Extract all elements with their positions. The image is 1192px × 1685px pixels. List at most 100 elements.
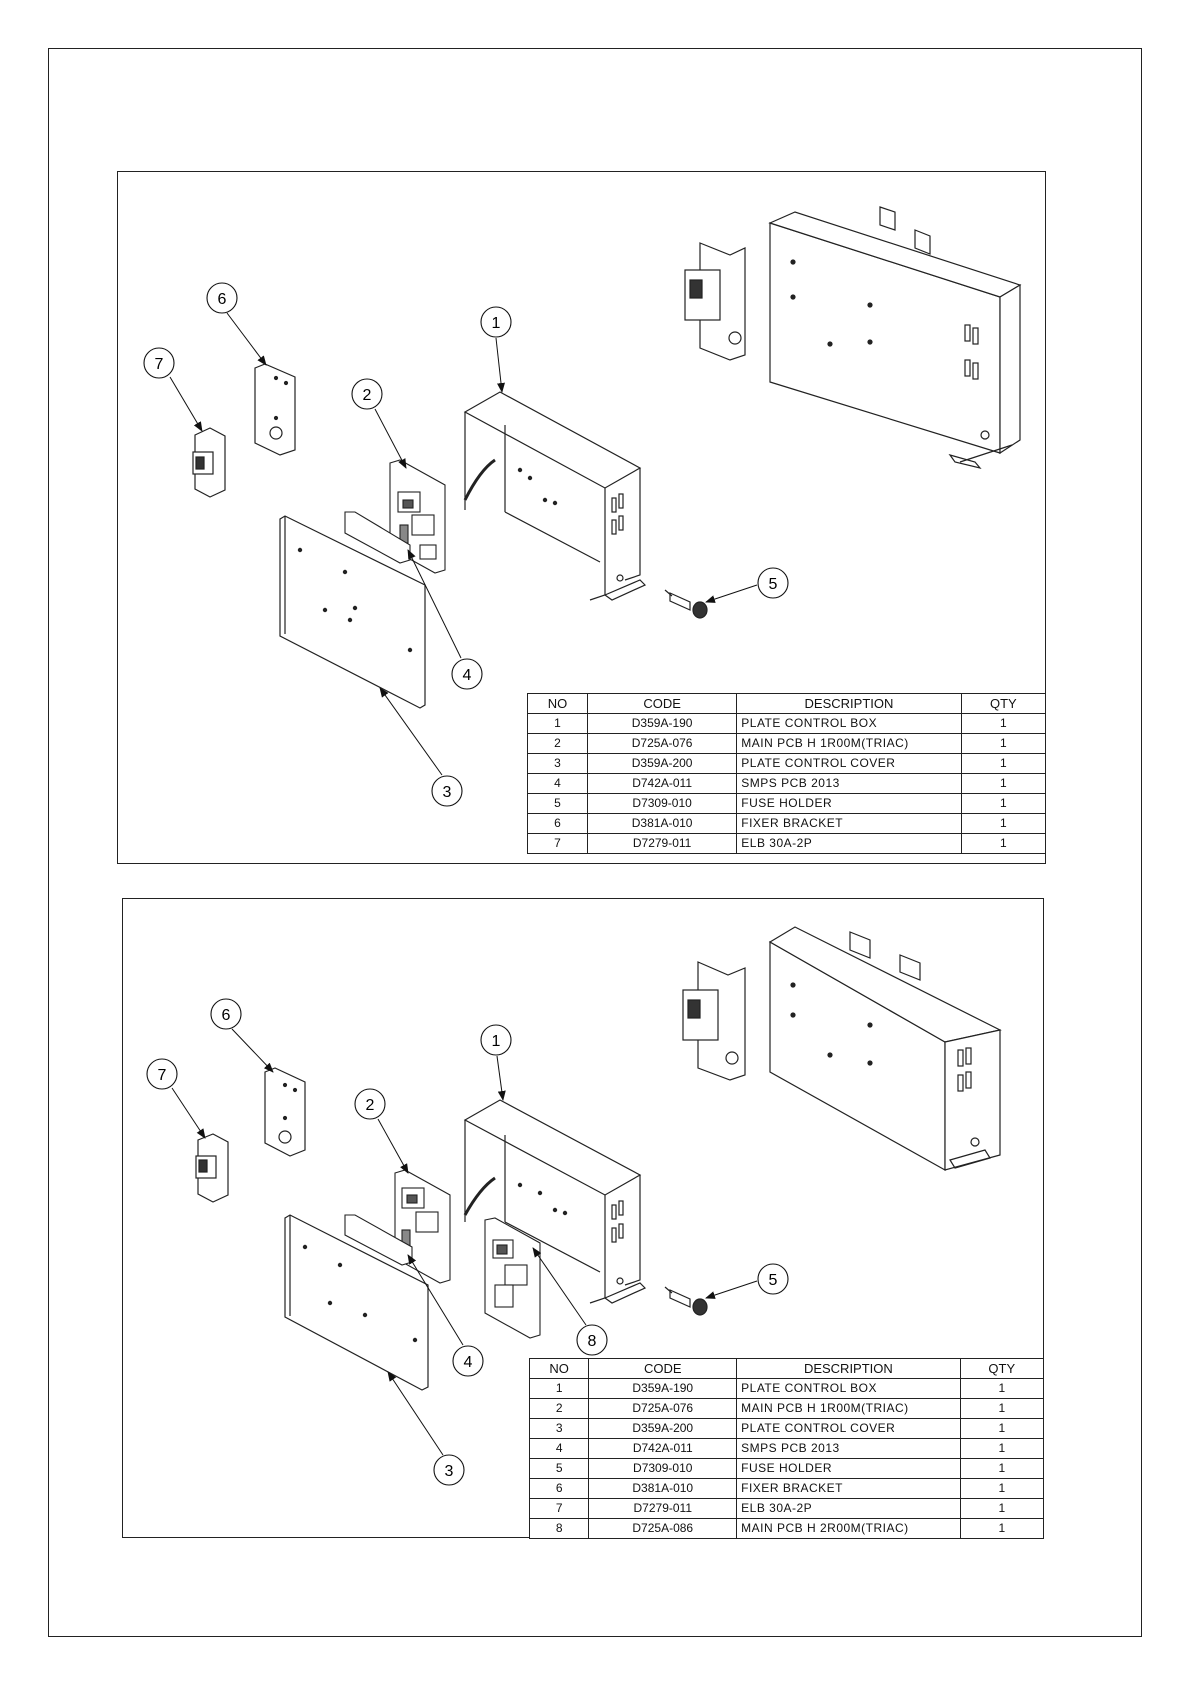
- cell-description: SMPS PCB 2013: [736, 1438, 961, 1459]
- header-qty: QTY: [959, 1358, 1045, 1379]
- cell-qty: 1: [959, 1398, 1045, 1419]
- cell-description: ELB 30A-2P: [736, 1498, 961, 1519]
- cell-no: 3: [528, 1418, 590, 1439]
- svg-text:4: 4: [464, 1354, 473, 1371]
- drawing-sheet-border: [48, 48, 1142, 1637]
- part-4-smps-pcb-top: [344, 511, 411, 564]
- callout-2: 2: [354, 1088, 409, 1174]
- cell-code: D359A-200: [588, 1418, 738, 1439]
- svg-text:8: 8: [588, 1333, 597, 1350]
- svg-text:2: 2: [366, 1097, 375, 1114]
- cell-no: 6: [527, 813, 588, 834]
- cell-code: D359A-190: [586, 713, 738, 734]
- part-5-fuse-holder-bottom: [664, 1286, 708, 1316]
- cell-qty: 1: [959, 1498, 1045, 1519]
- svg-text:7: 7: [155, 356, 164, 373]
- cell-code: D7279-011: [586, 833, 738, 854]
- cell-qty: 1: [960, 753, 1047, 774]
- svg-text:1: 1: [492, 315, 501, 332]
- part-1-control-box-bottom: [463, 1099, 647, 1304]
- part-6-fixer-bracket-top: [254, 363, 296, 456]
- cell-code: D725A-076: [588, 1398, 738, 1419]
- svg-text:3: 3: [445, 1463, 454, 1480]
- svg-text:2: 2: [363, 387, 372, 404]
- header-code: CODE: [588, 1358, 738, 1379]
- cell-description: MAIN PCB H 1R00M(TRIAC): [736, 1398, 961, 1419]
- callout-7: 7: [146, 1058, 206, 1139]
- cell-no: 7: [527, 833, 588, 854]
- callouts-bottom: 1 2 3 4 5 6 7: [146, 998, 789, 1486]
- header-no: NO: [527, 693, 588, 714]
- svg-text:5: 5: [769, 576, 778, 593]
- cell-code: D742A-011: [586, 773, 738, 794]
- assembled-box-bottom: [682, 926, 1002, 1172]
- cell-no: 1: [528, 1378, 590, 1399]
- part-6-fixer-bracket-bottom: [264, 1067, 306, 1157]
- cell-qty: 1: [960, 733, 1047, 754]
- cell-no: 7: [528, 1498, 590, 1519]
- header-qty: QTY: [960, 693, 1047, 714]
- callout-1: 1: [480, 1024, 512, 1101]
- callout-5: 5: [705, 567, 789, 603]
- cell-description: FIXER BRACKET: [736, 813, 962, 834]
- cell-description: MAIN PCB H 1R00M(TRIAC): [736, 733, 962, 754]
- cell-qty: 1: [959, 1518, 1045, 1539]
- part-1-control-box-top: [463, 391, 647, 601]
- cell-description: PLATE CONTROL COVER: [736, 753, 962, 774]
- callout-1: 1: [480, 306, 512, 393]
- drawing-panel-top: [117, 171, 1046, 864]
- cell-no: 2: [528, 1398, 590, 1419]
- cell-code: D7279-011: [588, 1498, 738, 1519]
- cell-description: FUSE HOLDER: [736, 793, 962, 814]
- cell-no: 5: [528, 1458, 590, 1479]
- cell-description: PLATE CONTROL BOX: [736, 1378, 961, 1399]
- cell-description: PLATE CONTROL BOX: [736, 713, 962, 734]
- cell-qty: 1: [959, 1378, 1045, 1399]
- cell-description: MAIN PCB H 2R00M(TRIAC): [736, 1518, 961, 1539]
- cell-no: 8: [528, 1518, 590, 1539]
- cell-no: 2: [527, 733, 588, 754]
- svg-text:3: 3: [443, 784, 452, 801]
- svg-text:6: 6: [222, 1007, 231, 1024]
- part-7-elb-breaker-bottom: [195, 1133, 229, 1203]
- callout-3: 3: [379, 687, 463, 807]
- cell-code: D7309-010: [586, 793, 738, 814]
- cell-no: 5: [527, 793, 588, 814]
- part-3-control-cover-top: [279, 515, 426, 709]
- cell-code: D742A-011: [588, 1438, 738, 1459]
- cell-no: 3: [527, 753, 588, 774]
- cell-code: D359A-200: [586, 753, 738, 774]
- header-no: NO: [528, 1358, 590, 1379]
- cell-no: 4: [527, 773, 588, 794]
- cell-qty: 1: [959, 1458, 1045, 1479]
- cell-description: ELB 30A-2P: [736, 833, 962, 854]
- cell-description: PLATE CONTROL COVER: [736, 1418, 961, 1439]
- part-7-elb-breaker-top: [192, 427, 226, 498]
- callout-4: 4: [407, 1254, 484, 1377]
- cell-qty: 1: [959, 1418, 1045, 1439]
- cell-code: D381A-010: [586, 813, 738, 834]
- callout-5: 5: [705, 1263, 789, 1299]
- cell-no: 6: [528, 1478, 590, 1499]
- header-code: CODE: [586, 693, 738, 714]
- cell-qty: 1: [960, 833, 1047, 854]
- cell-code: D7309-010: [588, 1458, 738, 1479]
- cell-description: SMPS PCB 2013: [736, 773, 962, 794]
- table-header-row: NO CODE DESCRIPTION QTY: [527, 693, 1047, 714]
- callout-7: 7: [143, 347, 203, 432]
